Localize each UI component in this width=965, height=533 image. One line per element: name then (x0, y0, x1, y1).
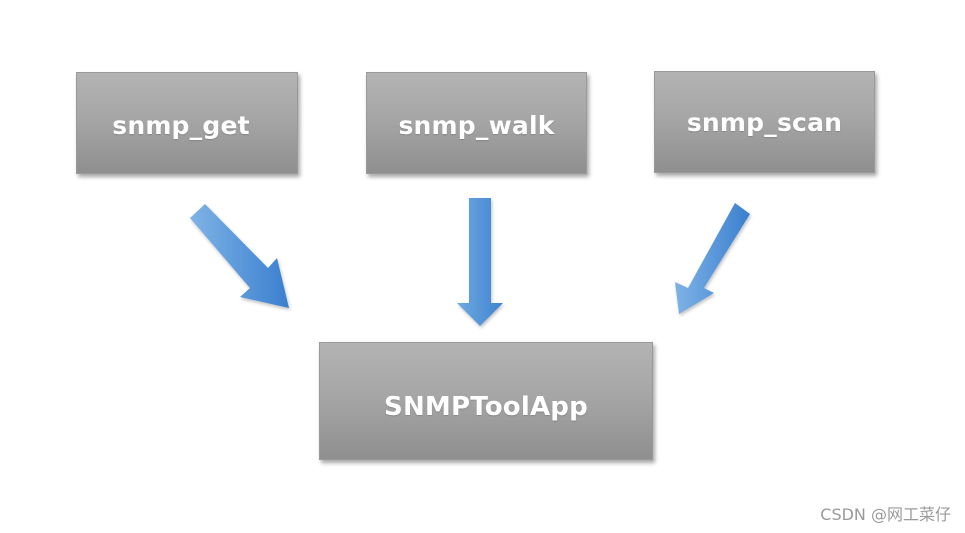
snmp-tool-app-label: SNMPToolApp (384, 392, 588, 422)
snmp-get-node: snmp_get (76, 72, 298, 174)
snmp-walk-node: snmp_walk (366, 72, 587, 174)
arrow-get-to-app (190, 204, 289, 308)
snmp-tool-app-node: SNMPToolApp (319, 342, 653, 460)
snmp-walk-label: snmp_walk (398, 110, 555, 140)
arrow-scan-to-app (675, 203, 750, 314)
snmp-get-label: snmp_get (112, 110, 250, 140)
arrow-walk-to-app (457, 198, 503, 326)
csdn-watermark: CSDN @网工菜仔 (820, 505, 951, 524)
snmp-scan-label: snmp_scan (686, 107, 843, 137)
snmp-scan-node: snmp_scan (654, 71, 875, 173)
